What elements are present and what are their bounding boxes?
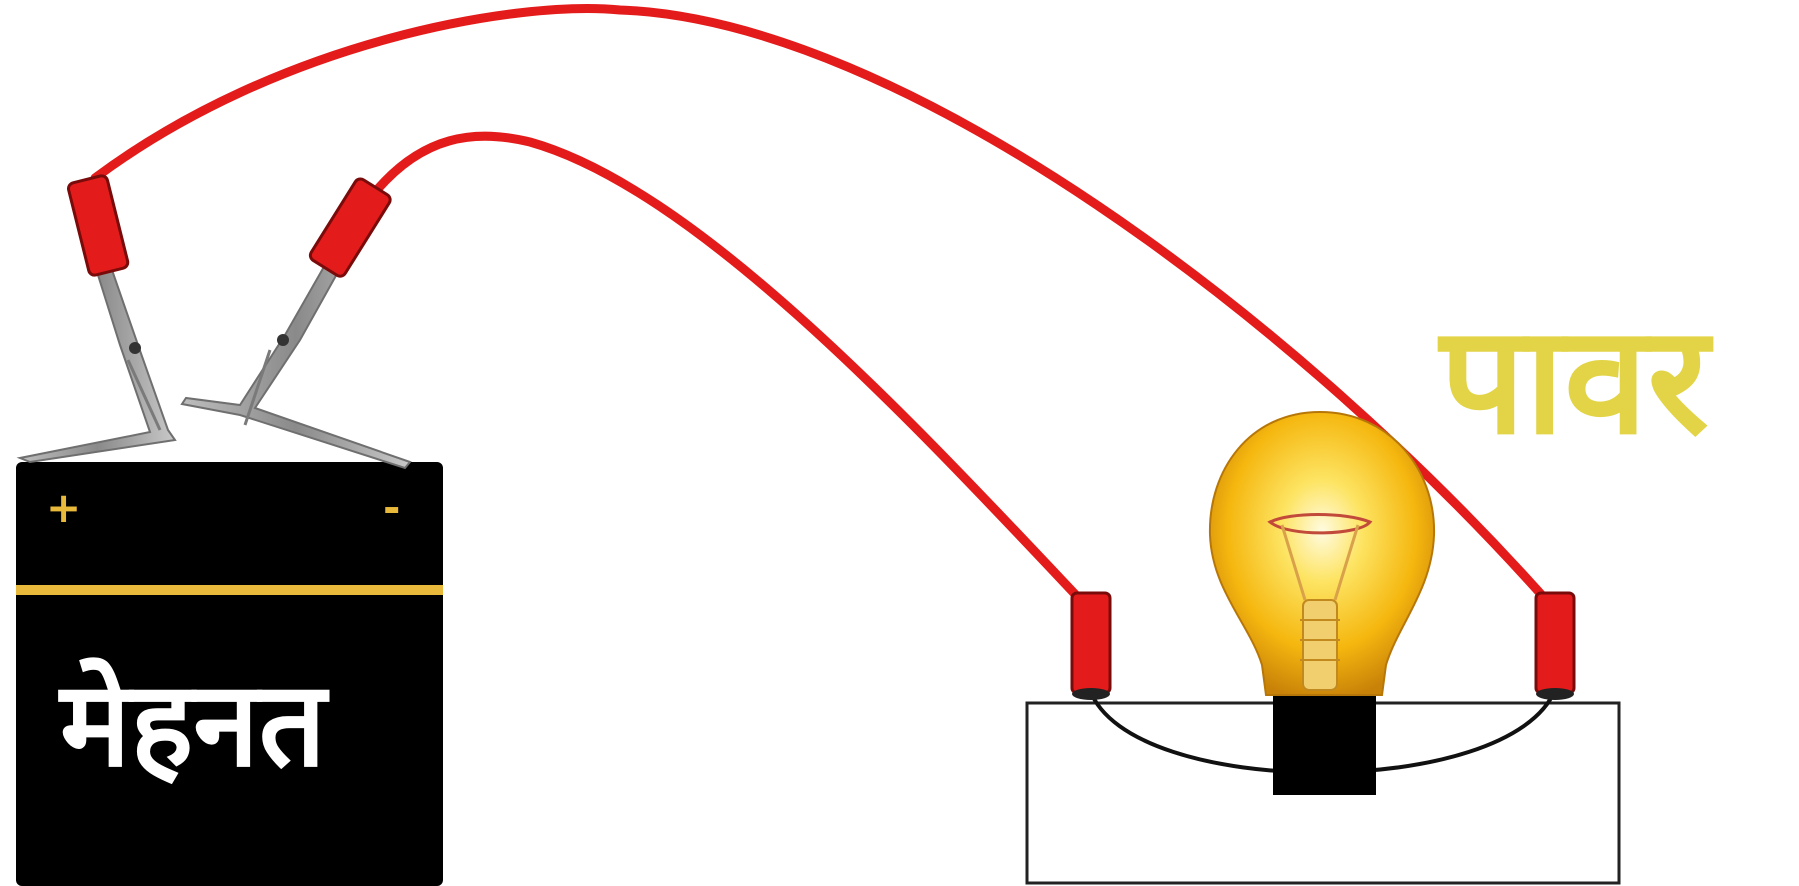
bulb-socket [1273,690,1376,795]
negative-clip-jaw [180,263,412,470]
right-board-terminal [1534,591,1576,695]
positive-clip-boot [66,174,130,277]
bulb-glass [1208,410,1436,696]
positive-clip-pivot [129,342,141,354]
outer-wire [90,4,1560,615]
positive-terminal-sign: + [46,483,81,532]
negative-clip-pivot [277,334,289,346]
battery-label: मेहनत [58,655,330,793]
battery-stripe [16,585,443,595]
negative-terminal-sign: - [383,483,400,532]
positive-alligator-clip [16,174,177,464]
negative-alligator-clip [180,177,412,470]
positive-clip-jaw [16,268,177,464]
light-bulb [1208,410,1436,696]
battery-body [16,462,443,886]
left-board-terminal [1070,591,1112,695]
bulb-filament [1267,513,1373,535]
bulb-board [1025,689,1621,885]
battery: + - मेहनत [16,462,443,886]
negative-clip-boot [308,177,392,278]
power-label: पावर [1437,294,1713,468]
inner-wire [360,131,1095,615]
